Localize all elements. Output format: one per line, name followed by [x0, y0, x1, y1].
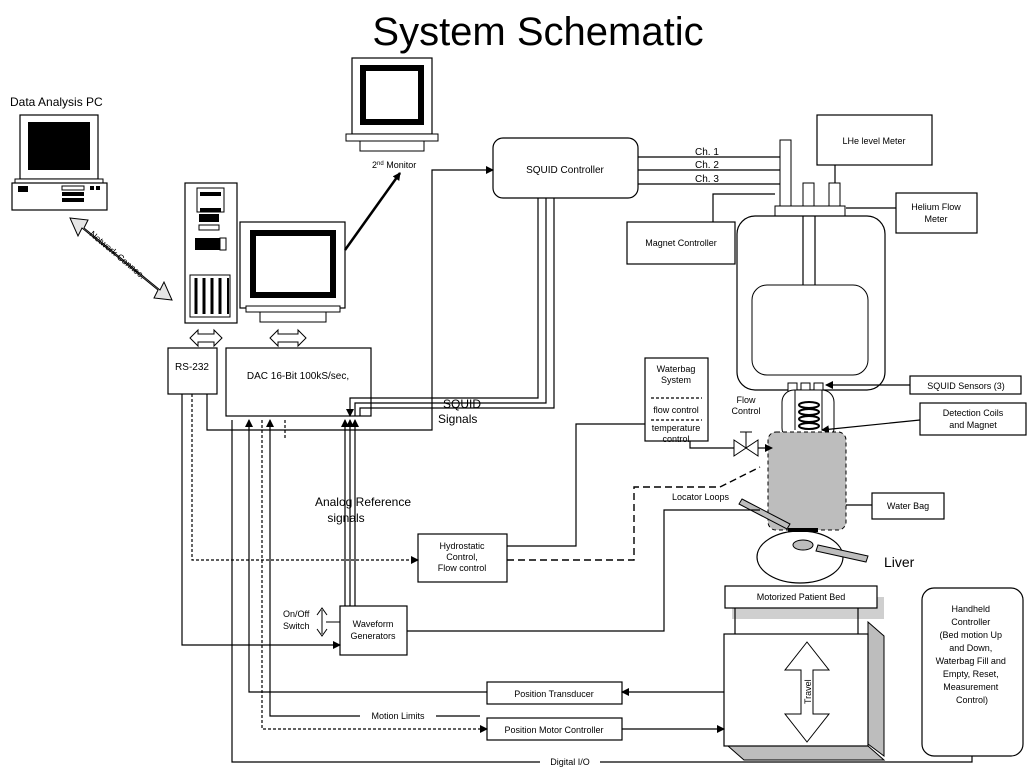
patient-bed-box — [724, 585, 878, 609]
data-analysis-pc-label: Data Analysis PC — [10, 95, 103, 109]
monitor-link-arrow — [343, 172, 402, 251]
digital-io-label: Digital I/O — [550, 757, 590, 767]
channel-3-label: Ch. 3 — [695, 174, 719, 185]
liver-pointer-arrow — [815, 544, 869, 563]
squid-controller-label: SQUID Controller — [526, 165, 604, 176]
position-motor-controller-label: Position Motor Controller — [504, 725, 603, 735]
rs232-label: RS-232 — [175, 362, 209, 373]
second-monitor-label: 2nd Monitor — [372, 160, 416, 170]
lhe-meter-box — [816, 114, 933, 166]
travel-arrow: Travel — [783, 641, 831, 743]
channel-1-label: Ch. 1 — [695, 147, 719, 158]
monitor-dac-double-arrow — [269, 328, 307, 348]
flow-valve-icon — [733, 431, 759, 457]
dewar-cryostat — [736, 139, 886, 441]
main-monitor-icon — [239, 221, 346, 323]
detection-coils-box — [919, 402, 1027, 436]
liver-label: Liver — [884, 554, 915, 570]
channel-2-label: Ch. 2 — [695, 160, 719, 171]
lhe-meter-label: LHe level Meter — [842, 136, 905, 146]
position-transducer-label: Position Transducer — [514, 689, 594, 699]
dac-label: DAC 16-Bit 100kS/sec, — [247, 371, 349, 382]
data-analysis-pc-icon — [11, 114, 108, 211]
locator-loops-arrow — [738, 498, 791, 530]
squid-sensors-label: SQUID Sensors (3) — [927, 381, 1005, 391]
waterbag-system-box — [644, 357, 709, 442]
diagram-title: System Schematic — [372, 10, 703, 54]
patient-body-shape — [756, 530, 844, 584]
dac-box — [225, 347, 372, 417]
rs232-box — [167, 347, 218, 395]
patient-bed-label: Motorized Patient Bed — [757, 592, 846, 602]
onoff-switch-icon — [316, 607, 340, 637]
bed-base-box — [723, 633, 869, 747]
water-bag-shape — [767, 431, 847, 531]
travel-label: Travel — [803, 679, 813, 704]
locator-loops-label: Locator Loops — [672, 492, 730, 502]
helium-flow-meter-box — [895, 192, 978, 234]
motion-limits-label: Motion Limits — [371, 711, 425, 721]
network-connection-label: Network Connec. — [88, 229, 147, 281]
magnet-controller-label: Magnet Controller — [645, 238, 717, 248]
tower-rs232-double-arrow — [189, 328, 223, 348]
liver-shape — [792, 539, 814, 551]
hydrostatic-control-box — [417, 533, 508, 583]
handheld-controller-label: Handheld Controller (Bed motion Up and D… — [936, 604, 1009, 705]
tower-pc-icon — [184, 182, 238, 324]
waterbag-flow-label: flow control — [653, 405, 699, 415]
second-monitor-icon — [345, 57, 439, 152]
magnet-controller-box — [626, 221, 736, 265]
network-connection-arrow: Network Connec. — [69, 217, 173, 301]
water-bag-box — [871, 492, 945, 520]
water-bag-label: Water Bag — [887, 501, 929, 511]
waveform-generators-box — [339, 605, 408, 656]
